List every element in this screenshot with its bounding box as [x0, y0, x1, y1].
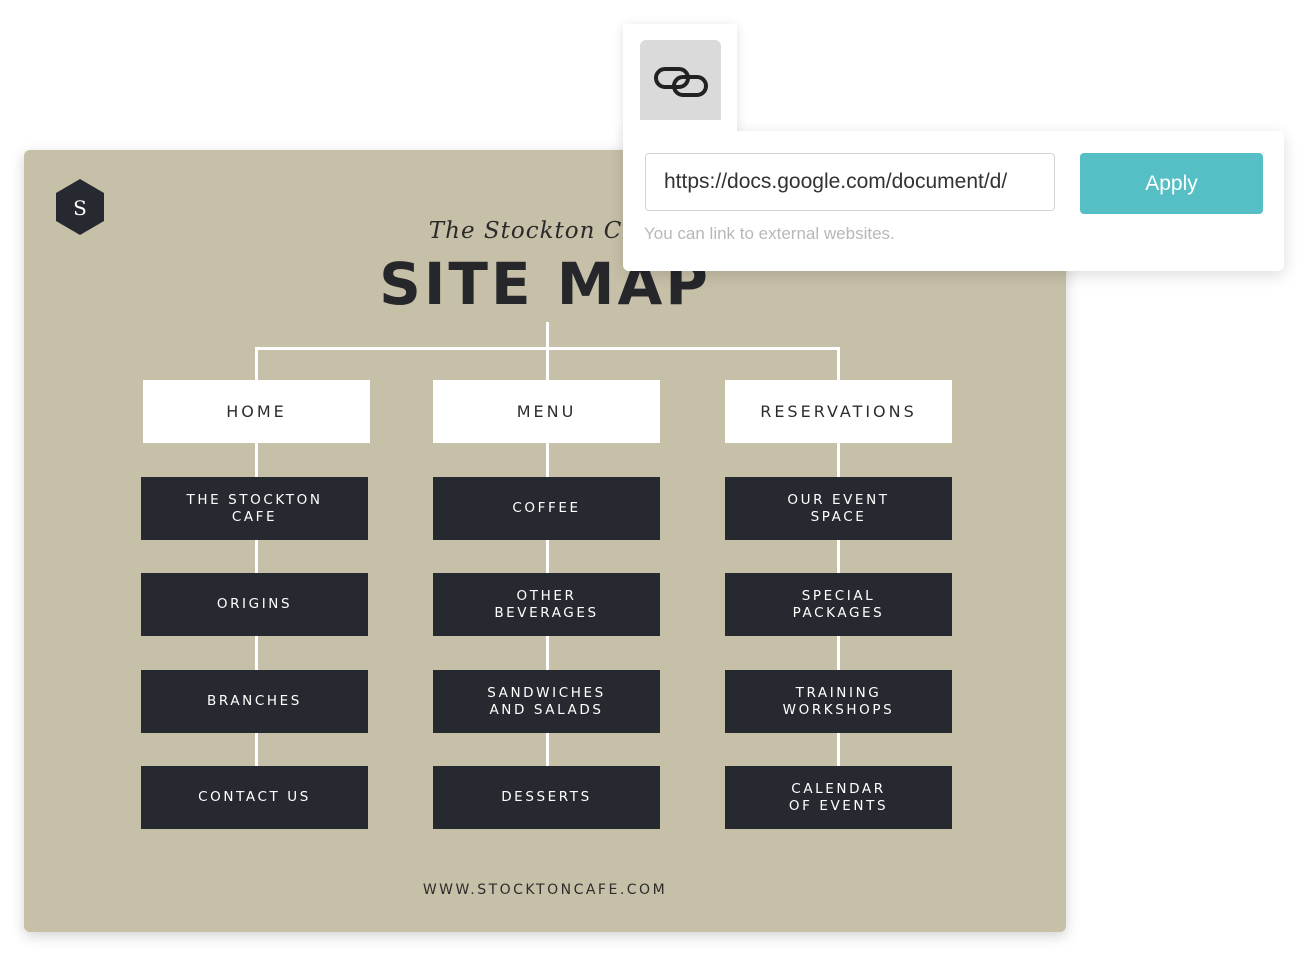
page-origins[interactable]: ORIGINS — [141, 573, 368, 636]
branch-line — [255, 347, 840, 350]
category-menu[interactable]: MENU — [433, 380, 660, 443]
link-icon — [653, 67, 708, 97]
page-the-stockton-cafe[interactable]: THE STOCKTON CAFE — [141, 477, 368, 540]
page-contact-us[interactable]: CONTACT US — [141, 766, 368, 829]
page-calendar-of-events[interactable]: CALENDAR OF EVENTS — [725, 766, 952, 829]
website-url: WWW.STOCKTONCAFE.COM — [422, 882, 668, 898]
cafe-name: The Stockton Cafe — [428, 218, 662, 244]
category-reservations[interactable]: RESERVATIONS — [725, 380, 952, 443]
site-map-design: S The Stockton Cafe SITE MAP HOME MENU R… — [24, 150, 1066, 932]
category-home[interactable]: HOME — [143, 380, 370, 443]
page-other-beverages[interactable]: OTHER BEVERAGES — [433, 573, 660, 636]
page-coffee[interactable]: COFFEE — [433, 477, 660, 540]
page-branches[interactable]: BRANCHES — [141, 670, 368, 733]
url-input[interactable] — [645, 153, 1055, 211]
link-hint: You can link to external websites. — [644, 224, 895, 243]
page-our-event-space[interactable]: OUR EVENT SPACE — [725, 477, 952, 540]
cafe-logo: S — [56, 179, 104, 235]
drop-line-home — [255, 347, 258, 383]
link-popup: Apply You can link to external websites. — [623, 131, 1284, 271]
page-sandwiches-and-salads[interactable]: SANDWICHES AND SALADS — [433, 670, 660, 733]
page-desserts[interactable]: DESSERTS — [433, 766, 660, 829]
apply-button[interactable]: Apply — [1080, 153, 1263, 214]
tab-panel-join — [623, 120, 737, 142]
page-training-workshops[interactable]: TRAINING WORKSHOPS — [725, 670, 952, 733]
logo-letter: S — [73, 196, 87, 220]
trunk-line — [546, 322, 549, 380]
link-toolbar-tab — [623, 24, 737, 138]
page-special-packages[interactable]: SPECIAL PACKAGES — [725, 573, 952, 636]
drop-line-reservations — [837, 347, 840, 383]
link-button[interactable] — [640, 40, 721, 124]
